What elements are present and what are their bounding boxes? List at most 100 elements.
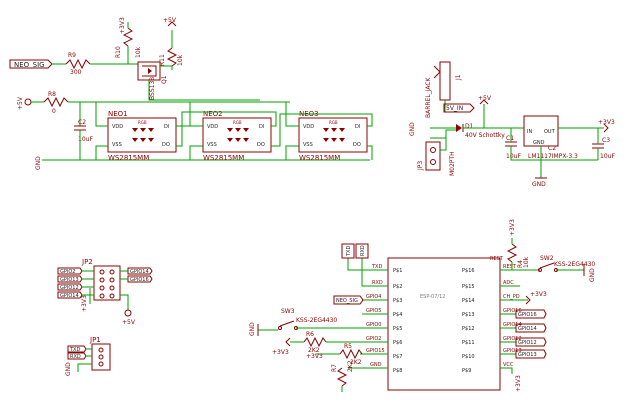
svg-text:GPIO16: GPIO16 — [503, 308, 522, 314]
svg-text:WS2815MM: WS2815MM — [108, 154, 149, 162]
net-gnd-regulator: GND — [532, 181, 546, 188]
svg-text:REST: REST — [490, 256, 504, 262]
svg-text:VCC: VCC — [503, 362, 514, 368]
jp1-labels: TXD RXD — [67, 345, 87, 360]
svg-text:JP1: JP1 — [89, 336, 101, 344]
jp2-right-labels: GPIO14 GPIO16 — [127, 267, 153, 283]
svg-text:GND: GND — [370, 362, 382, 368]
svg-text:RGB: RGB — [138, 120, 147, 125]
svg-text:DI: DI — [355, 124, 360, 130]
svg-text:TXD: TXD — [69, 347, 80, 353]
esp-left-nets: TXD RXD GPIO4 GPIO5 GPIO0 GPIO2 GPIO15 G… — [310, 258, 388, 369]
svg-text:DI: DI — [259, 124, 264, 130]
svg-text:DO: DO — [353, 142, 361, 148]
svg-text:BSS138: BSS138 — [149, 77, 156, 100]
svg-text:VSS: VSS — [303, 142, 313, 148]
svg-text:BARREL_JACK: BARREL_JACK — [425, 76, 432, 118]
net-neo-sig-esp: NEO_SIG — [333, 295, 364, 305]
svg-text:GPIO2: GPIO2 — [60, 269, 75, 275]
svg-text:R7: R7 — [331, 364, 338, 372]
svg-text:RGB: RGB — [329, 120, 338, 125]
svg-text:P$2: P$2 — [393, 284, 402, 290]
net-3v3-r6: +3V3 — [272, 349, 289, 356]
svg-text:WS2815MM: WS2815MM — [299, 154, 340, 162]
resistor-r7: R7 2K2 — [331, 360, 354, 387]
net-flag-txd: TXD — [341, 243, 355, 259]
svg-text:GPIO13: GPIO13 — [503, 348, 522, 354]
svg-text:P$15: P$15 — [462, 284, 475, 290]
svg-text:VDD: VDD — [112, 124, 123, 130]
svg-text:GPIO12: GPIO12 — [60, 285, 79, 291]
svg-text:C2: C2 — [78, 119, 86, 126]
svg-text:GPIO2: GPIO2 — [366, 336, 381, 342]
capacitor-c2-left: C2 10uF — [74, 119, 93, 143]
svg-text:KSS-2EG4430: KSS-2EG4430 — [554, 261, 595, 268]
svg-text:VSS: VSS — [207, 142, 217, 148]
net-gnd-sw2: GND — [589, 268, 596, 282]
svg-text:10uF: 10uF — [78, 136, 93, 143]
svg-text:GPIO12: GPIO12 — [518, 340, 537, 346]
svg-text:10k: 10k — [177, 54, 184, 66]
svg-text:GND: GND — [533, 140, 545, 146]
svg-text:OUT: OUT — [544, 129, 556, 135]
svg-text:2K2: 2K2 — [350, 359, 362, 366]
svg-text:NEO_SIG: NEO_SIG — [336, 298, 358, 304]
svg-text:ADC: ADC — [503, 280, 514, 286]
svg-text:P$4: P$4 — [393, 312, 402, 318]
svg-text:P$12: P$12 — [462, 326, 475, 332]
svg-text:P$3: P$3 — [393, 298, 402, 304]
capacitor-c1: C1 10uF — [505, 135, 521, 160]
svg-text:SW3: SW3 — [281, 308, 295, 315]
svg-text:P$8: P$8 — [393, 368, 402, 374]
svg-text:GPIO12: GPIO12 — [503, 336, 522, 342]
module-esp: ESP-07/12 P$1 P$2 P$3 P$4 P$5 P$6 P$7 P$… — [387, 257, 501, 391]
svg-text:DI: DI — [164, 124, 169, 130]
svg-text:J1: J1 — [455, 74, 462, 81]
svg-text:VDD: VDD — [303, 124, 314, 130]
connector-jp2: JP2 — [81, 258, 121, 301]
supply-5v-jp2: +5V — [122, 309, 136, 326]
svg-text:CH_PD: CH_PD — [503, 294, 520, 300]
svg-text:TXD: TXD — [371, 264, 382, 270]
svg-text:GPIO15: GPIO15 — [366, 348, 385, 354]
regulator-lm1117: IN OUT GND C2 LM1117IMPX-3.3 — [523, 115, 578, 160]
svg-text:NEO_SIG: NEO_SIG — [14, 61, 45, 69]
capacitor-c3: C3 10uF — [592, 137, 615, 160]
svg-text:P$6: P$6 — [393, 340, 402, 346]
connector-jp3: JP3 M02PTH — [417, 141, 456, 176]
mosfet-q1: BSS138 Q1 — [137, 61, 168, 100]
svg-text:DO: DO — [162, 142, 170, 148]
jp2-left-labels: GPIO2 GPIO13 GPIO12 GPIO14 — [57, 267, 83, 299]
net-3v3-r4: +3V3 — [509, 219, 516, 236]
gpio-labels-right: GPIO16 GPIO14 GPIO12 GPIO13 — [515, 309, 547, 359]
svg-text:GPIO14: GPIO14 — [503, 322, 522, 328]
net-gnd-jack: GND — [409, 122, 416, 136]
svg-text:R8: R8 — [48, 91, 56, 98]
svg-text:WS2815MM: WS2815MM — [203, 154, 244, 162]
svg-text:RXD: RXD — [372, 280, 383, 286]
net-adc-label: REST — [490, 256, 504, 262]
svg-text:P$11: P$11 — [462, 340, 475, 346]
svg-text:P$16: P$16 — [462, 268, 475, 274]
net-5v-in-label: 5V_IN — [443, 103, 475, 113]
resistor-r5: R5 2K2 — [339, 343, 363, 366]
svg-text:GPIO16: GPIO16 — [518, 312, 537, 318]
svg-text:2K2: 2K2 — [308, 347, 320, 354]
supply-5v-left: +5V — [17, 96, 32, 110]
svg-text:D1: D1 — [465, 123, 474, 130]
svg-text:JP2: JP2 — [81, 258, 93, 266]
svg-text:R10: R10 — [115, 46, 122, 58]
svg-text:2K2: 2K2 — [347, 360, 354, 372]
svg-text:5V_IN: 5V_IN — [446, 105, 463, 112]
svg-text:IN: IN — [527, 129, 532, 135]
led-neo3: NEO3 VDD VSS DI DO RGB WS2815MM — [298, 110, 368, 162]
svg-text:10uF: 10uF — [506, 153, 521, 160]
svg-text:NEO1: NEO1 — [108, 110, 128, 118]
svg-text:GPIO13: GPIO13 — [60, 277, 79, 283]
svg-text:C2: C2 — [548, 145, 556, 152]
svg-text:GPIO5: GPIO5 — [366, 308, 381, 314]
svg-text:P$13: P$13 — [462, 312, 475, 318]
net-3v3-vcc: +3V3 — [515, 375, 522, 392]
